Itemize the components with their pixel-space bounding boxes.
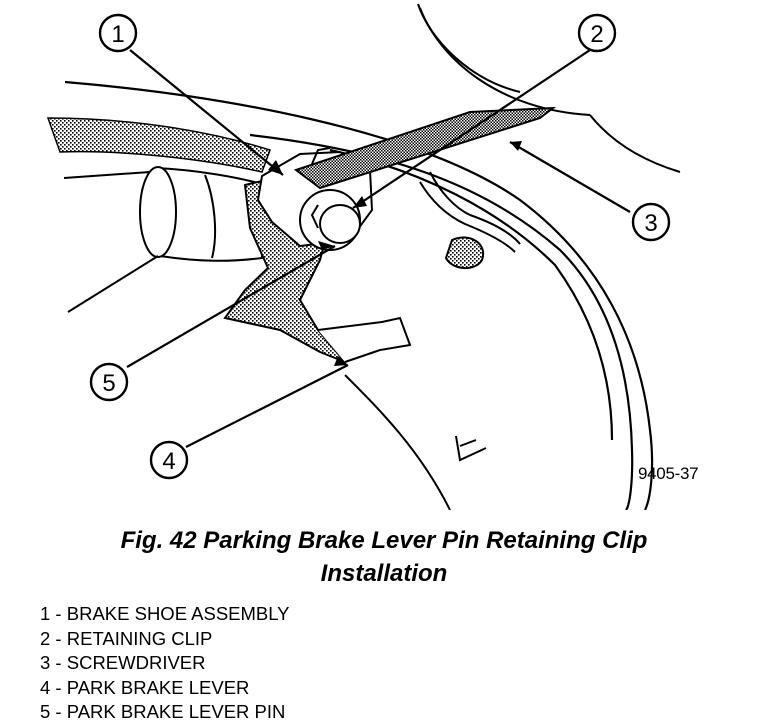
callout-4: 4 [149,440,189,480]
legend-text: PARK BRAKE LEVER PIN [66,701,286,723]
callout-2: 2 [577,13,617,53]
bracket-detail [455,435,487,462]
legend-number: 1 [40,603,51,624]
legend-number: 5 [40,701,51,723]
caption-line-1: Fig. 42 Parking Brake Lever Pin Retainin… [120,527,648,554]
screwdriver [293,106,557,190]
callout-1: 1 [98,13,138,53]
legend-item: 4 - PARK BRAKE LEVER [40,676,250,698]
shoe-lining [46,117,271,173]
anchor-post [63,166,263,313]
legend-number: 2 [40,627,51,649]
svg-text:5: 5 [102,370,115,397]
svg-text:2: 2 [590,21,603,48]
legend-text: RETAINING CLIP [66,627,213,649]
legend-item: 2 - RETAINING CLIP [40,627,213,649]
legend-text: SCREWDRIVER [66,652,206,674]
spring-detail [419,171,521,269]
legend-number: 3 [40,652,51,674]
park-brake-lever-pin [299,189,361,251]
callout-3: 3 [631,202,671,242]
svg-text:4: 4 [162,448,175,475]
legend-item: 3 - SCREWDRIVER [40,652,206,674]
figure-caption: Fig. 42 Parking Brake Lever Pin Retainin… [0,524,768,590]
leader-lines [126,45,631,448]
drum-outline [417,3,681,173]
svg-text:1: 1 [111,21,124,48]
brake-diagram: 1 2 3 4 5 [46,3,681,510]
caption-line-2: Installation [320,560,448,587]
svg-text:3: 3 [644,210,657,237]
legend-text: BRAKE SHOE ASSEMBLY [66,603,290,624]
legend-text: PARK BRAKE LEVER [66,676,250,698]
callout-5: 5 [89,362,129,402]
legend-item: 1 - BRAKE SHOE ASSEMBLY [40,603,290,624]
lower-drum-arc [344,374,451,510]
legend-number: 4 [40,676,51,698]
legend-item: 5 - PARK BRAKE LEVER PIN [40,701,286,723]
parts-legend: 1 - BRAKE SHOE ASSEMBLY 2 - RETAINING CL… [40,602,290,725]
figure-id-label: 9405-37 [638,464,699,483]
leader-arrowheads [268,141,522,366]
